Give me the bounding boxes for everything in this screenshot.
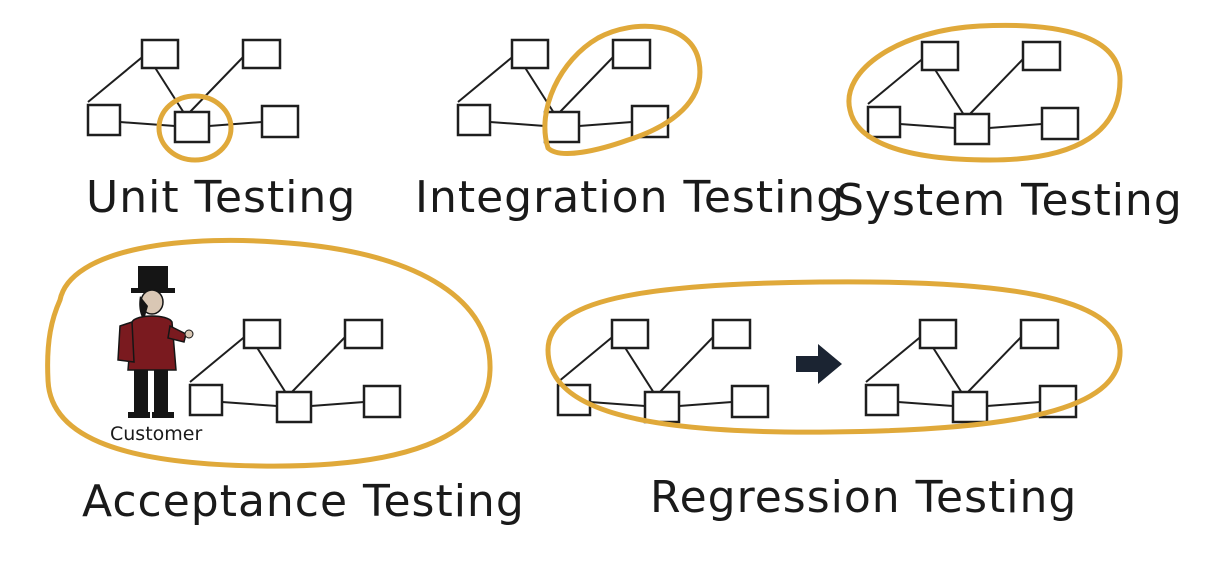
regression-testing-panel: Regression Testing xyxy=(545,279,1123,523)
integration-highlight-ring xyxy=(542,23,703,156)
acceptance-highlight-ring xyxy=(45,237,493,469)
integration-testing-panel: Integration Testing xyxy=(415,23,845,223)
acceptance-testing-label: Acceptance Testing xyxy=(82,476,525,527)
integration-testing-label: Integration Testing xyxy=(415,172,845,223)
integration-network xyxy=(456,38,670,144)
acceptance-testing-panel: Customer Acceptance Testing xyxy=(45,237,525,527)
unit-highlight-ring xyxy=(156,93,234,163)
system-testing-panel: System Testing xyxy=(836,22,1183,226)
right-arrow-icon xyxy=(796,344,842,384)
regression-network-before xyxy=(556,318,770,424)
customer-figure xyxy=(117,266,194,418)
regression-network-after xyxy=(864,318,1078,424)
regression-testing-label: Regression Testing xyxy=(650,472,1077,523)
system-network xyxy=(866,40,1080,146)
customer-label: Customer xyxy=(110,423,202,445)
unit-testing-panel: Unit Testing xyxy=(86,38,356,223)
regression-highlight-ring xyxy=(545,279,1123,435)
acceptance-network xyxy=(188,318,402,424)
unit-testing-label: Unit Testing xyxy=(86,172,356,223)
system-highlight-ring xyxy=(846,22,1123,163)
system-testing-label: System Testing xyxy=(836,175,1183,226)
unit-network xyxy=(86,38,300,144)
